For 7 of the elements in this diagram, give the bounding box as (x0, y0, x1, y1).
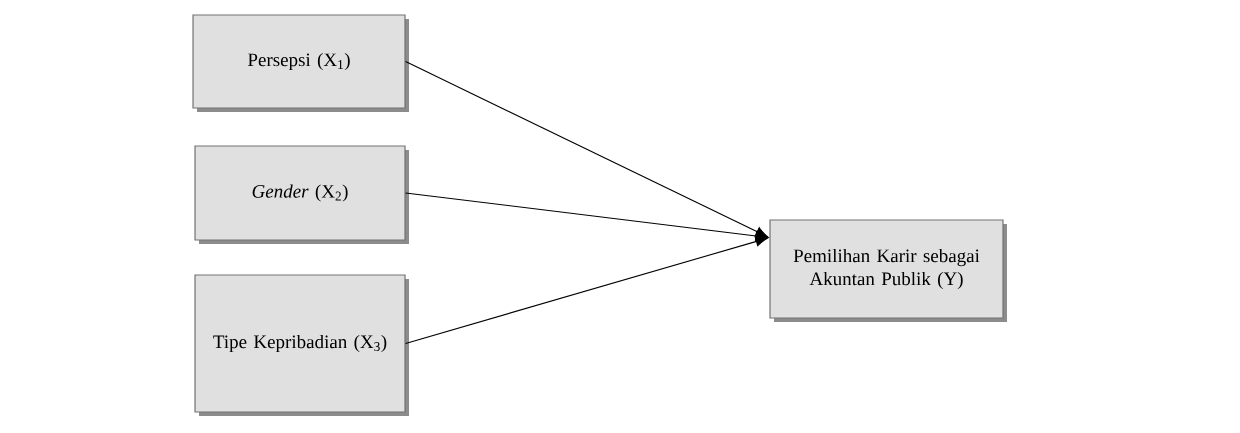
variable-box: Pemilihan Karir sebagai Akuntan Publik (Y) (769, 219, 1007, 322)
arrow (405, 192, 768, 241)
arrow (405, 60, 768, 238)
arrow (405, 236, 768, 345)
variable-box: Tipe Kepribadian (X$_{3}$) (194, 274, 409, 416)
variable-box: Gender (X$_{2}$) (194, 145, 409, 244)
variable-box: Persepsi (X$_{1}$) (192, 14, 409, 112)
